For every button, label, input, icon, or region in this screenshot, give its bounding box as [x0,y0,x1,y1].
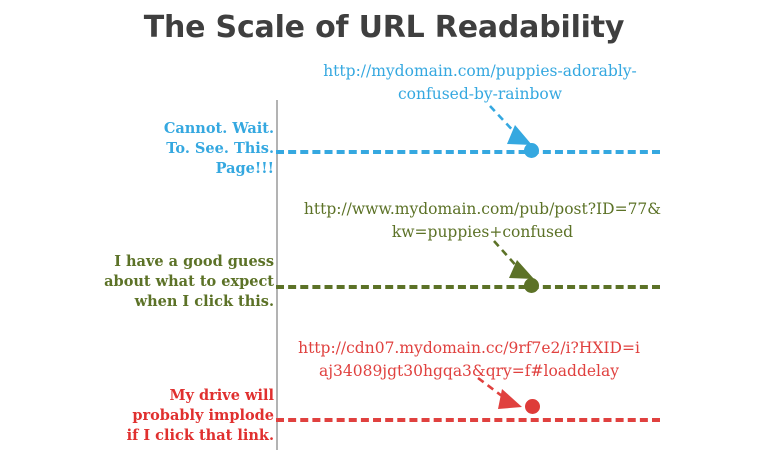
url-annotation-green: http://www.mydomain.com/pub/post?ID=77& … [300,198,665,244]
arrow-blue-head [507,125,532,145]
url-annotation-blue-line1: http://mydomain.com/puppies-adorably- [323,62,637,80]
data-point-red [525,399,540,414]
dashed-line-red [276,418,660,422]
axis-label-green-line2: about what to expect [104,273,274,290]
axis-label-red-line3: if I click that link. [126,427,274,444]
url-annotation-red: http://cdn07.mydomain.cc/9rf7e2/i?HXID=i… [274,337,664,383]
axis-label-red-line2: probably implode [132,407,274,424]
axis-label-blue-line1: Cannot. Wait. [163,120,274,137]
arrow-green [493,240,534,279]
url-annotation-red-line2: aj34089jgt30hgqa3&qry=f#loaddelay [318,362,620,380]
axis-label-blue-line3: Page!!! [215,160,274,177]
url-annotation-blue-line2: confused-by-rainbow [397,85,563,103]
url-annotation-green-line2: kw=puppies+confused [391,223,574,241]
arrow-green-shaft [493,240,521,271]
axis-label-red-line1: My drive will [169,387,274,404]
arrow-blue [489,105,532,145]
page-title: The Scale of URL Readability [143,10,625,45]
data-point-green [524,278,539,293]
url-annotation-blue: http://mydomain.com/puppies-adorably- co… [300,60,660,106]
axis-label-blue: Cannot. Wait. To. See. This. Page!!! [54,119,274,179]
arrow-red-head [498,389,522,409]
axis-label-green-line1: I have a good guess [114,253,274,270]
dashed-line-blue [276,150,660,154]
axis-label-green-line3: when I click this. [134,293,274,310]
axis-label-blue-line2: To. See. This. [166,140,274,157]
data-point-blue [524,143,539,158]
vertical-axis-line [276,100,278,450]
dashed-line-green [276,285,660,289]
arrow-green-head [509,260,534,279]
url-annotation-green-line1: http://www.mydomain.com/pub/post?ID=77& [303,200,662,218]
axis-label-red: My drive will probably implode if I clic… [54,386,274,446]
arrow-blue-shaft [489,105,519,137]
url-annotation-red-line1: http://cdn07.mydomain.cc/9rf7e2/i?HXID=i [298,339,640,357]
axis-label-green: I have a good guess about what to expect… [54,252,274,312]
arrow-red [477,376,522,409]
